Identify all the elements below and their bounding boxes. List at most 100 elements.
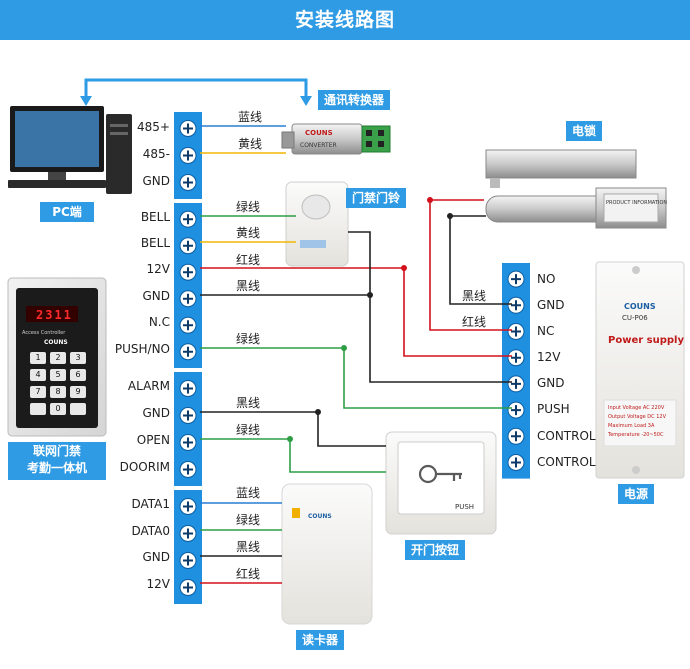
exit-button-tag: 开门按钮 [405,540,466,560]
power-supply-illustration [595,261,685,479]
keypad-key [30,403,46,415]
wire-lock-red [429,199,512,331]
keypad-key [70,403,86,415]
screw-cross [511,457,521,468]
wire-label-green-2: 绿线 [236,332,261,346]
terminal-label-data1: DATA1 [131,497,170,511]
screw-cross [183,555,193,566]
wire-push-green [200,347,512,409]
screw-cross [183,150,193,161]
wire-label-green-3: 绿线 [236,423,261,437]
wire-label-black-1: 黑线 [236,279,261,293]
wire-label-black-2: 黑线 [236,396,261,410]
terminal-label-485plus: 485+ [137,120,170,134]
lock-tag: 电锁 [566,121,603,141]
wire-label-red-lock: 红线 [462,315,487,329]
reader-illustration [281,483,373,625]
wire-label-red-2: 红线 [236,567,261,581]
keypad-key: 9 [70,386,86,398]
wire-label-yellow-1: 黄线 [238,137,263,151]
power-label-12v: 12V [537,350,561,364]
screw-cross [511,352,521,363]
terminal-label-gnd4: GND [142,550,170,564]
wire-lock-black [449,215,512,305]
lock-plate-text: PRODUCT INFORMATION [606,200,668,206]
power-label-no: NO [537,272,556,286]
screw-cross [511,431,521,442]
screw-cross [183,410,193,421]
terminal-label-12v: 12V [146,262,170,276]
wire-label-black-3: 黑线 [236,540,261,554]
wire-label-green-1: 绿线 [236,200,261,214]
keypad-key: 0 [50,403,66,415]
page-title: 安装线路图 [294,9,395,31]
wire-gnd-black [200,294,512,383]
power-spec-2: Output Voltage DC 12V [608,414,667,420]
converter-illustration [281,123,391,155]
converter-tag: 通讯转换器 [318,90,391,110]
terminal-label-data0: DATA0 [131,524,170,538]
power-label-nc: NC [537,324,555,338]
power-label-control2: CONTROL [537,455,596,469]
terminal-label-485minus: 485- [142,147,170,161]
reader-tag: 读卡器 [296,630,345,650]
power-label-control1: CONTROL [537,429,596,443]
wire-alarmgnd-black [200,411,386,447]
screw-cross [183,528,193,539]
wire-open-green [200,438,386,473]
power-brand: COUNS [624,302,656,311]
power-label-gnd: GND [537,298,565,312]
terminal-label-bell1: BELL [140,210,170,224]
screw-cross [183,214,193,225]
screw-cross [183,383,193,394]
terminal-label-doorim: DOORIM [119,460,170,474]
terminal-label-alarm: ALARM [127,379,170,393]
wire-label-blue-1: 蓝线 [238,110,263,124]
screw-cross [183,346,193,357]
terminal-label-push-no: PUSH/NO [114,342,170,356]
wire-label-black-lock: 黑线 [462,289,487,303]
terminal-label-gnd2: GND [142,289,170,303]
wire-label-red-1: 红线 [236,253,261,267]
power-title: Power supply [608,335,684,346]
power-model: CU-P06 [622,314,648,322]
title-banner [0,0,690,40]
power-spec-3: Maximum Load 3A [608,423,655,429]
power-tag: 电源 [618,484,655,504]
keypad-key: 6 [70,369,86,381]
screw-cross [183,464,193,475]
wire-label-green-4: 绿线 [236,513,261,527]
screw-cross [511,274,521,285]
keypad-key: 1 [30,352,46,364]
controller-brand: COUNS [44,339,68,346]
wire-12v-red [200,267,512,357]
controller-sub: Access Controller [22,330,66,336]
exit-button-illustration [385,431,497,535]
doorbell-tag: 门禁门铃 [346,188,407,208]
controller-tag-line1: 联网门禁 [32,444,81,458]
terminal-label-open: OPEN [136,433,170,447]
screw-cross [183,123,193,134]
screw-cross [183,501,193,512]
terminal-block [174,203,202,368]
power-label-gnd2: GND [537,376,565,390]
arrowhead-left [80,96,92,106]
screw-cross [183,437,193,448]
screw-cross [511,300,521,311]
link-arrow [84,78,308,100]
doorbell-illustration [285,181,349,267]
reader-brand: COUNS [308,513,332,520]
converter-brand: COUNS [305,129,333,137]
terminal-label-12v2: 12V [146,577,170,591]
screw-cross [183,582,193,593]
power-label-push: PUSH [537,402,570,416]
keypad-key: 3 [70,352,86,364]
terminal-label-gnd3: GND [142,406,170,420]
keypad-key: 2 [50,352,66,364]
screw-cross [511,378,521,389]
arrowhead-right [300,96,312,106]
terminal-block [502,263,530,479]
lock-illustration [485,149,667,229]
